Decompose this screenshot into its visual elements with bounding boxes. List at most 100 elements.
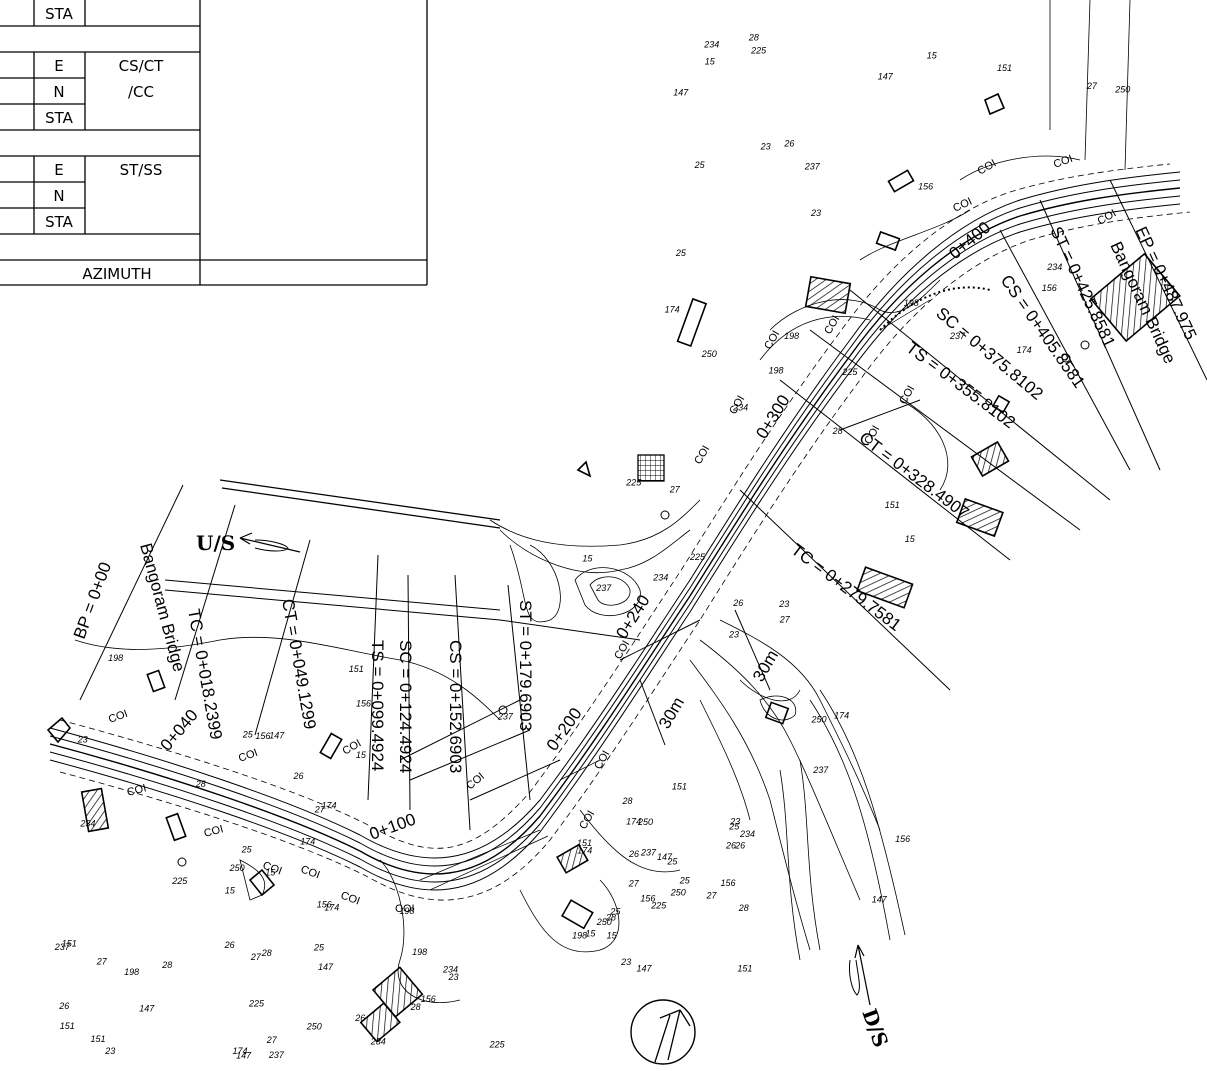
table-row-e-2: E [54, 161, 63, 179]
spot-level: 151 [60, 1021, 75, 1031]
spot-level: 25 [694, 160, 706, 170]
spot-level: 26 [293, 771, 304, 781]
feature-code-label: COI [203, 823, 225, 840]
station-st-left: ST = 0+179.6903 [516, 600, 535, 731]
downstream-label: D/S [857, 1006, 893, 1051]
spot-level: 237 [268, 1050, 285, 1060]
spot-level: 225 [689, 552, 706, 562]
station-bp: BP = 0+00 [70, 560, 115, 642]
spot-level: 23 [77, 735, 88, 745]
spot-level: 23 [729, 817, 740, 827]
spot-level: 156 [640, 894, 655, 904]
spot-level: 147 [637, 963, 653, 973]
feature-code-label: COI [951, 196, 974, 215]
spot-level: 147 [269, 731, 285, 741]
spot-level: 234 [442, 965, 458, 975]
chainage-0400: 0+400 [945, 218, 994, 263]
feature-code-label: COI [339, 890, 361, 908]
spot-level: 151 [672, 781, 687, 791]
table-row-sta-3: STA [45, 213, 74, 231]
spot-level: 25 [675, 248, 687, 258]
flow-arrow-down-icon [854, 944, 871, 1006]
spot-level: 225 [171, 876, 188, 886]
spot-level: 147 [872, 894, 888, 904]
spot-level: 237 [804, 161, 821, 171]
spot-level: 23 [104, 1046, 115, 1056]
buildings [46, 92, 1181, 1043]
spot-level: 25 [313, 943, 325, 953]
spot-level: 237 [949, 331, 966, 341]
spot-level: 237 [497, 711, 514, 721]
feature-code-label: COI [692, 444, 712, 467]
spot-levels: 1523252627281511471561741982252342372501… [54, 32, 1131, 1060]
spot-level: 250 [596, 917, 612, 927]
chainage-0100: 0+100 [367, 810, 418, 844]
spot-level: 23 [620, 957, 631, 967]
spot-level: 156 [721, 878, 736, 888]
spot-level: 225 [248, 999, 265, 1009]
spot-level: 225 [650, 901, 667, 911]
spot-level: 156 [421, 994, 436, 1004]
chainage-0200: 0+200 [543, 704, 586, 754]
spot-level: 27 [706, 891, 718, 901]
feature-code-label: COI [762, 329, 782, 352]
spot-level: 15 [927, 51, 938, 61]
spot-level: 147 [318, 962, 334, 972]
spot-level: 198 [412, 947, 427, 957]
spot-level: 15 [585, 929, 596, 939]
spot-level: 237 [595, 583, 612, 593]
north-arrow-icon [630, 999, 696, 1065]
spot-level: 26 [224, 940, 235, 950]
spot-level: 237 [54, 942, 71, 952]
feature-code-label: COI [299, 864, 321, 882]
spot-level: 28 [622, 796, 633, 806]
spot-level: 198 [124, 967, 139, 977]
spot-level: 250 [229, 863, 245, 873]
spot-level: 26 [783, 139, 794, 149]
spot-level: 25 [609, 907, 621, 917]
spot-level: 174 [577, 846, 592, 856]
spot-level: 156 [918, 181, 933, 191]
bridge-label-left: Bangoram Bridge [136, 541, 189, 674]
flow-upstream: U/S [196, 531, 301, 555]
spot-level: 198 [572, 931, 587, 941]
spot-level: 234 [652, 572, 668, 582]
dimension-30m-1: 30m [655, 694, 688, 732]
survey-markers [177, 340, 1090, 867]
spot-level: 27 [250, 952, 262, 962]
spot-level: 234 [370, 1037, 386, 1047]
spot-level: 15 [225, 886, 236, 896]
spot-level: 237 [640, 848, 657, 858]
spot-level: 147 [139, 1003, 155, 1013]
feature-code-labels: COICOICOICOICOICOICOICOICOICOICOICOICOIC… [107, 153, 1119, 915]
feature-code-label: COI [1096, 207, 1119, 227]
spot-level: 26 [734, 841, 745, 851]
spot-level: 250 [701, 349, 717, 359]
spot-level: 151 [349, 664, 364, 674]
spot-level: 156 [356, 698, 371, 708]
spot-level: 25 [666, 857, 678, 867]
flow-downstream: D/S [849, 944, 893, 1051]
spot-level: 27 [669, 485, 681, 495]
table-group-cs-ct: CS/CT [119, 57, 165, 75]
spot-level: 25 [679, 875, 691, 885]
spot-level: 151 [997, 63, 1012, 73]
spot-level: 225 [750, 46, 767, 56]
spot-level: 156 [1042, 283, 1057, 293]
table-row-sta-2: STA [45, 109, 74, 127]
spot-level: 198 [769, 366, 784, 376]
spot-level: 225 [841, 367, 858, 377]
feature-code-label: COI [612, 639, 632, 662]
spot-level: 28 [261, 948, 272, 958]
spot-level: 28 [605, 913, 616, 923]
feature-code-label: COI [592, 749, 612, 772]
station-sc-left: SC = 0+124.4924 [396, 640, 415, 773]
spot-level: 174 [1017, 345, 1032, 355]
spot-level: 27 [1086, 81, 1098, 91]
spot-level: 250 [1114, 84, 1130, 94]
spot-level: 174 [626, 816, 641, 826]
station-labels-left: BP = 0+00 TC = 0+018.2399 CT = 0+049.129… [70, 560, 535, 774]
feature-code-label: COI [897, 384, 917, 407]
spot-level: 250 [811, 714, 827, 724]
feature-code-label: COI [976, 157, 999, 177]
